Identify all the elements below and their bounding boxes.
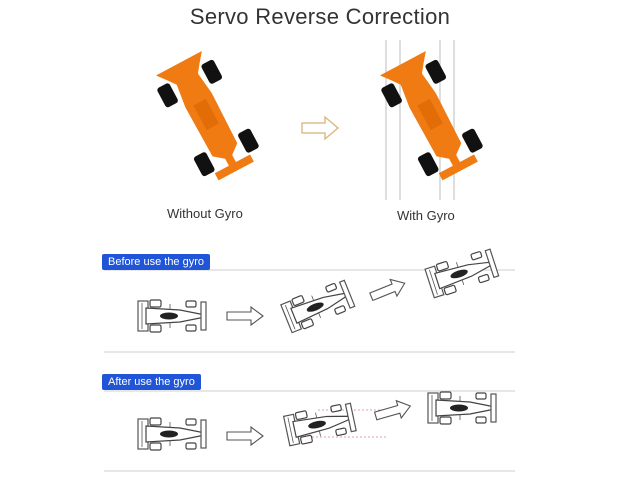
before-car-turning	[279, 277, 357, 335]
before-car-straight	[137, 299, 207, 333]
caption-with-gyro: With Gyro	[397, 208, 455, 223]
after-arrow-1-icon	[226, 426, 264, 446]
after-car-straight	[137, 417, 207, 451]
section-badge-after: After use the gyro	[102, 374, 201, 390]
after-arrow-2-icon	[372, 396, 414, 426]
transition-arrow-icon	[301, 115, 340, 141]
before-arrow-1-icon	[226, 306, 264, 326]
before-arrow-2-icon	[367, 274, 409, 306]
before-car-spun	[424, 246, 500, 300]
caption-without-gyro: Without Gyro	[167, 206, 243, 221]
car-with-gyro	[374, 48, 489, 186]
after-car-corrected	[282, 400, 358, 448]
diagram-title: Servo Reverse Correction	[189, 4, 451, 29]
after-car-stable	[427, 391, 497, 425]
car-without-gyro	[150, 48, 265, 186]
section-badge-before: Before use the gyro	[102, 254, 211, 270]
after-gyro-sequence	[137, 391, 497, 451]
